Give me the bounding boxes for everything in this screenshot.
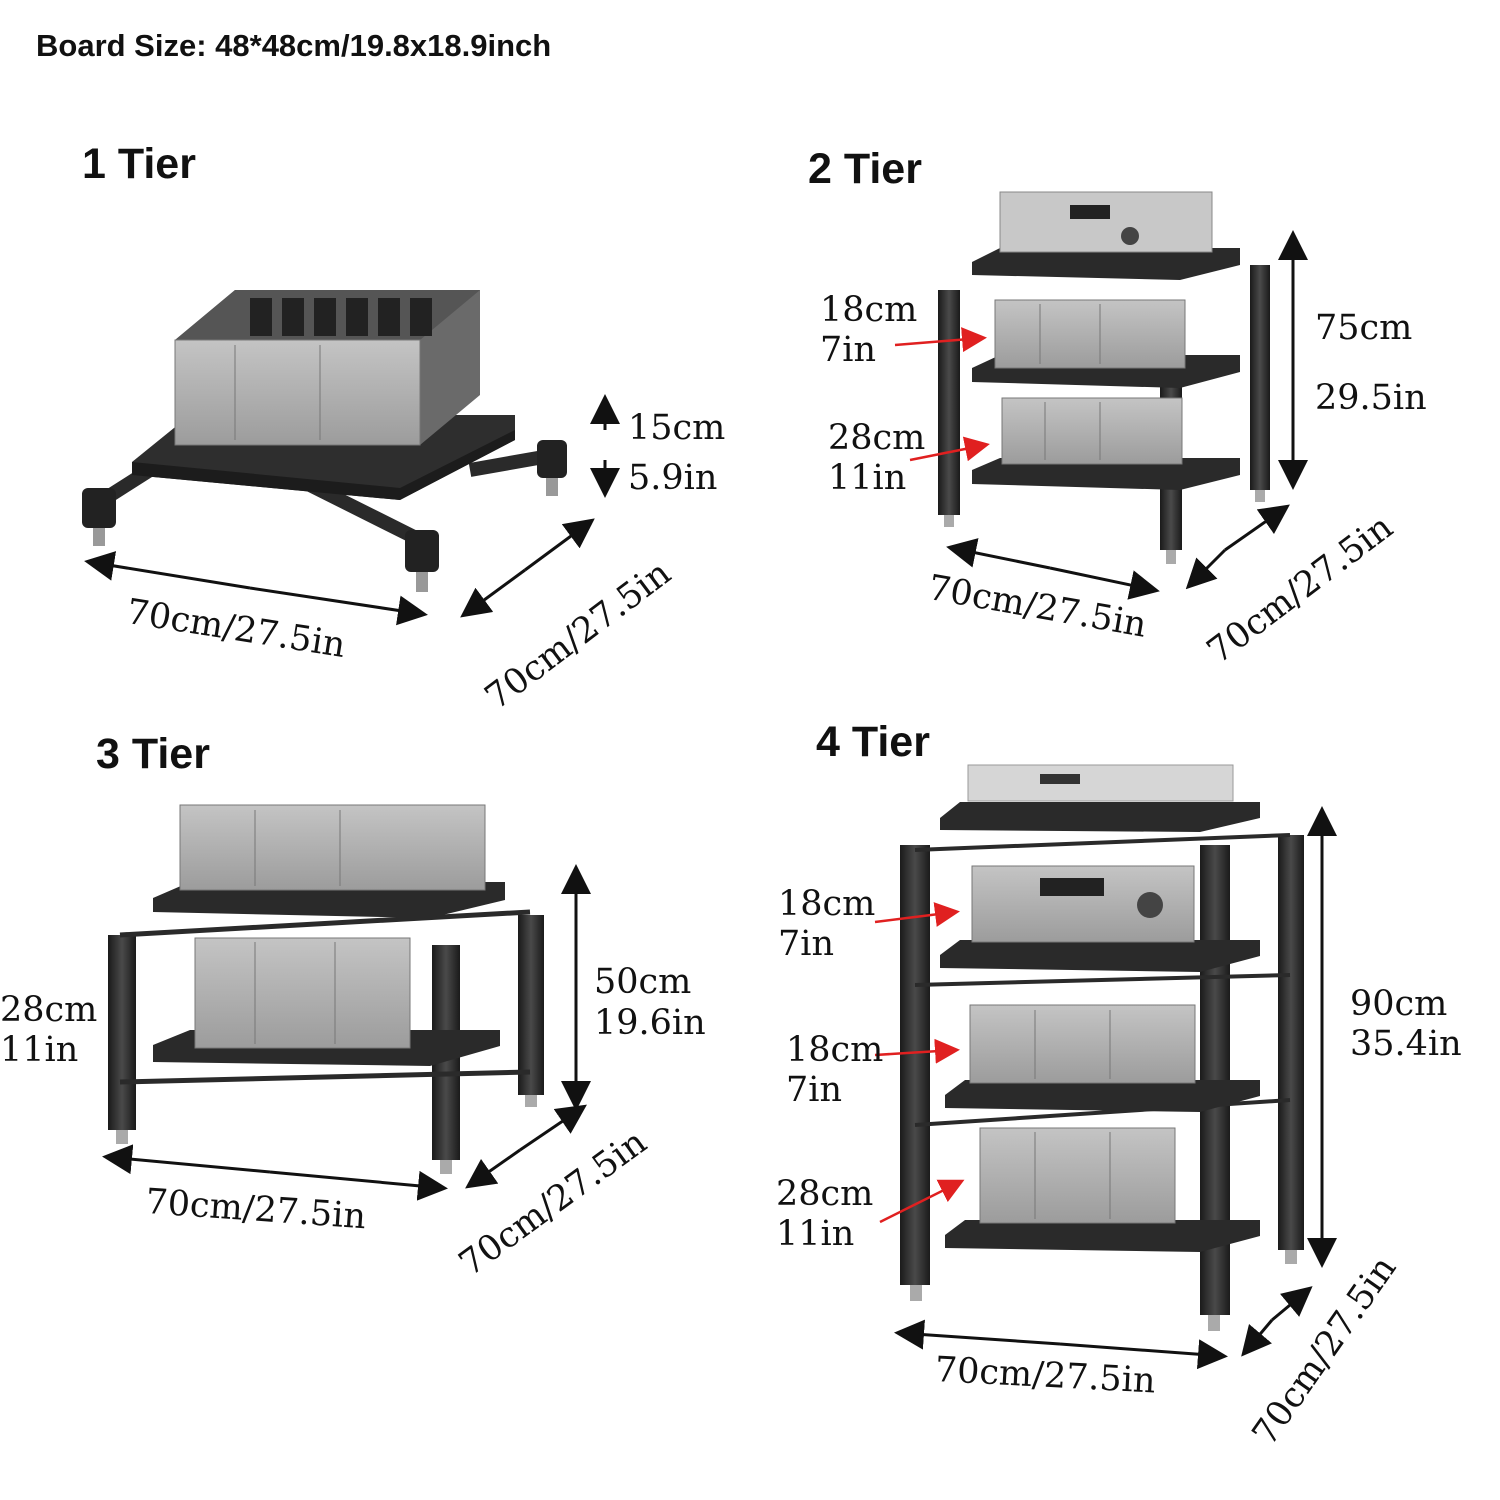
tier1-rack <box>82 290 567 592</box>
tier1-height-in: 5.9in <box>628 458 718 498</box>
tier1-height-cm: 15cm <box>628 408 726 448</box>
tier4-gap1-cm: 18cm <box>778 884 876 924</box>
tier3-height-in: 19.6in <box>594 1003 706 1043</box>
tier2-gap1-in: 7in <box>820 330 877 370</box>
tier4-gap2-cm: 18cm <box>786 1030 884 1070</box>
tier2-gap2-cm: 28cm <box>828 418 926 458</box>
tier2-gap2-in: 11in <box>828 458 907 498</box>
tier3-height-cm: 50cm <box>594 962 692 1002</box>
pointer-arrows <box>874 327 990 1224</box>
tier2-rack <box>938 191 1270 564</box>
tier2-gap1-cm: 18cm <box>820 290 918 330</box>
tier3-title: 3 Tier <box>96 730 210 778</box>
tier4-title: 4 Tier <box>816 718 930 766</box>
board-size-title: Board Size: 48*48cm/19.8x18.9inch <box>36 28 552 63</box>
tier3-gap1-in: 11in <box>0 1030 79 1070</box>
tier4-height-in: 35.4in <box>1350 1024 1462 1064</box>
tier2-height-cm: 75cm <box>1315 308 1413 348</box>
tier4-rack <box>900 764 1304 1331</box>
tier4-gap3-cm: 28cm <box>776 1174 874 1214</box>
tier4-gap2-in: 7in <box>786 1070 843 1110</box>
tier2-height-in: 29.5in <box>1315 378 1427 418</box>
tier4-height-cm: 90cm <box>1350 984 1448 1024</box>
tier4-gap3-in: 11in <box>776 1214 855 1254</box>
tier1-title: 1 Tier <box>82 140 196 188</box>
tier2-title: 2 Tier <box>808 145 922 193</box>
tier3-rack <box>108 804 544 1174</box>
dimension-arrows <box>84 230 1337 1370</box>
tier3-gap1-cm: 28cm <box>0 990 98 1030</box>
tier4-gap1-in: 7in <box>778 924 835 964</box>
